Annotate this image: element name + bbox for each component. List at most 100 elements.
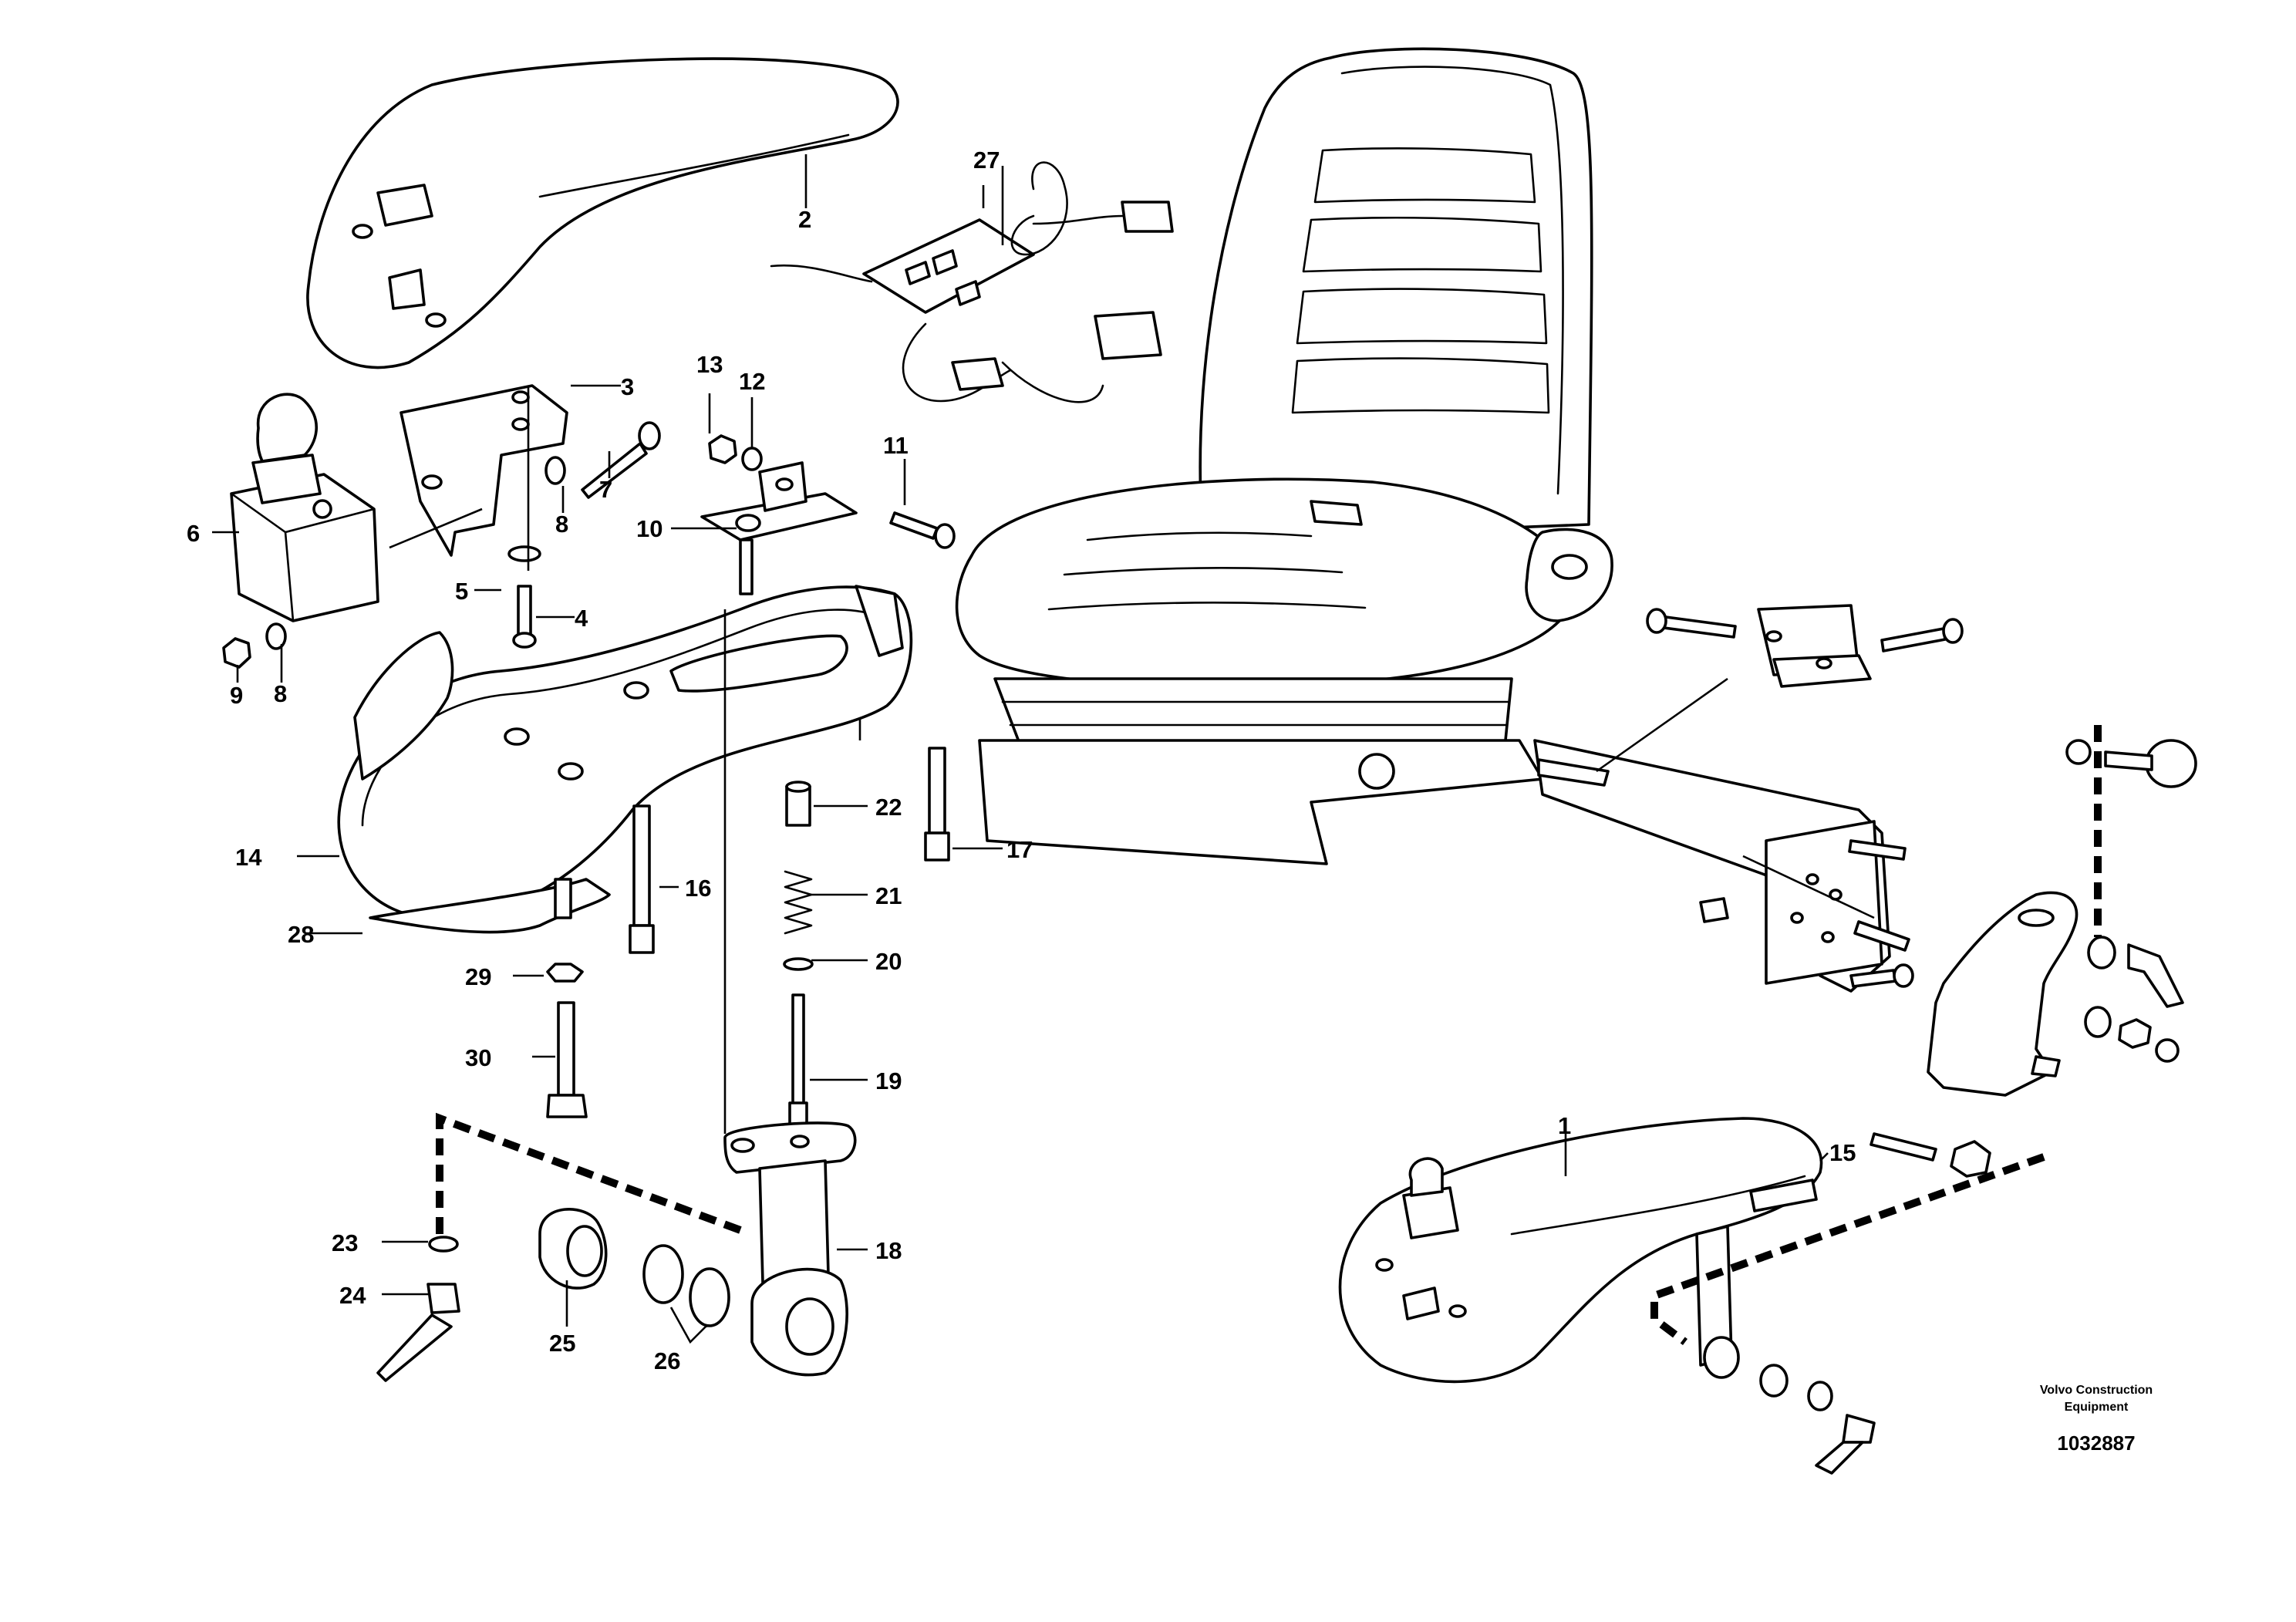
washer-armrest-1a: [1759, 1364, 1789, 1398]
bushing-25-face: [566, 1225, 603, 1277]
operator-seat: [955, 47, 1613, 865]
washer-12: [741, 447, 763, 471]
bracket-3-hole-3: [421, 474, 443, 490]
armrest-pad-1: [1338, 1117, 1823, 1384]
screw-mid-2: [1853, 920, 1910, 952]
screw-4-head: [512, 632, 537, 649]
backrest-panel-4: [1291, 357, 1550, 414]
label-15: [1749, 1179, 1818, 1212]
spacer-block: [1699, 897, 1729, 923]
under-plate: [369, 878, 611, 934]
callout-14: 14: [235, 844, 262, 871]
small-bracket-hole-2: [1816, 657, 1832, 669]
lever-24-hub: [426, 1283, 460, 1314]
cap-right-2: [2155, 1038, 2180, 1063]
o-ring-26b: [689, 1267, 730, 1327]
callout-6: 6: [187, 520, 200, 547]
bracket-3-body: [400, 384, 568, 557]
washer-8-lower: [265, 622, 287, 650]
cap-knob: [2145, 739, 2197, 788]
leader-lines: [212, 154, 1875, 1344]
pad-hole-1: [352, 224, 373, 239]
brand-line-1: Volvo Construction: [2040, 1384, 2153, 1397]
arm-plate-hole: [790, 1135, 810, 1148]
armrest-1-switch-slot: [1402, 1286, 1440, 1320]
bolt-30-head: [546, 1094, 588, 1118]
armrest-1-switch-knob: [1408, 1157, 1444, 1197]
screw-11-head: [934, 523, 956, 549]
hinge-boss: [735, 514, 761, 532]
under-plate-28: [369, 878, 611, 934]
seat-base-plate: [978, 739, 1544, 865]
bolt-17-head: [924, 831, 950, 862]
left-fasteners: [222, 421, 661, 669]
switch-housing-edge: [230, 492, 376, 622]
support-bracket-clip: [2031, 1055, 2061, 1077]
support-arm-bore: [785, 1297, 834, 1356]
switch-knob: [256, 393, 318, 463]
armrest-base-slot: [669, 634, 848, 693]
pad-control-window: [376, 184, 433, 227]
screw-upper-right: [1880, 627, 1947, 653]
board-component-1: [905, 261, 931, 285]
drawing-number: 1032887: [2057, 1431, 2135, 1455]
seat-cushion: [955, 477, 1577, 688]
control-switch: [230, 393, 379, 622]
callout-21: 21: [875, 882, 902, 909]
screw-mid-1: [1848, 839, 1907, 861]
lever-armrest-1: [1842, 1414, 1876, 1444]
callout-25: 25: [549, 1330, 575, 1357]
drawing-footer: Volvo Construction Equipment 1032887: [2040, 1384, 2153, 1455]
base-boss-1: [504, 727, 530, 746]
base-boss-2: [558, 762, 584, 781]
l-bracket-hole-3: [1790, 912, 1804, 924]
callout-4: 4: [575, 605, 588, 632]
switch-screw: [312, 499, 332, 519]
seat-adjust-knob: [1358, 753, 1395, 790]
callout-30: 30: [465, 1044, 491, 1071]
support-arm: [723, 1121, 857, 1377]
backrest-panel-2: [1302, 216, 1542, 273]
callout-12: 12: [739, 368, 765, 395]
nut-13: [708, 434, 737, 464]
l-bracket-hole-1: [1805, 873, 1819, 885]
washer-armrest-1b: [1807, 1381, 1833, 1411]
screw-7-head: [638, 421, 661, 450]
board-component-2: [932, 249, 958, 275]
dashed-line-right-lower: [1650, 1153, 2045, 1345]
dashed-line-left: [436, 1112, 742, 1234]
callout-2: 2: [798, 206, 811, 233]
cap-knob-stem: [2104, 750, 2153, 771]
harness-connector-right: [1094, 311, 1162, 360]
backrest-panel-3: [1296, 288, 1548, 345]
bush-22-top: [785, 781, 811, 793]
callout-24: 24: [339, 1282, 366, 1309]
board-component-3: [955, 280, 981, 306]
callout-16: 16: [685, 875, 711, 902]
right-mounting: [1533, 604, 2197, 1178]
pad-switch-slot: [388, 268, 426, 310]
callout-15: 15: [1829, 1139, 1856, 1166]
callout-11: 11: [883, 432, 909, 459]
washer-right-2: [2084, 1006, 2112, 1038]
armrest-base-end-wall: [855, 585, 904, 657]
screw-11: [889, 511, 939, 540]
armrest-pad-1-seam: [1510, 1175, 1806, 1236]
lever-right-1: [2127, 943, 2184, 1008]
callout-26: 26: [654, 1347, 680, 1374]
callout-28: 28: [288, 921, 314, 948]
callout-8a: 8: [555, 511, 568, 538]
hinge-hole: [775, 477, 794, 491]
washer-20: [783, 957, 814, 971]
l-bracket-slot: [1537, 758, 1610, 787]
hinge-stud: [739, 538, 754, 595]
callout-23: 23: [332, 1229, 358, 1256]
support-bracket-right: [1927, 891, 2079, 1097]
callout-10: 10: [636, 515, 663, 542]
armrest-side-rib: [353, 631, 454, 781]
screw-upper-left: [1663, 615, 1737, 639]
support-bracket-slot: [2018, 909, 2055, 927]
callout-3: 3: [621, 373, 634, 400]
bolt-16: [632, 804, 651, 927]
callout-7: 7: [599, 476, 612, 503]
